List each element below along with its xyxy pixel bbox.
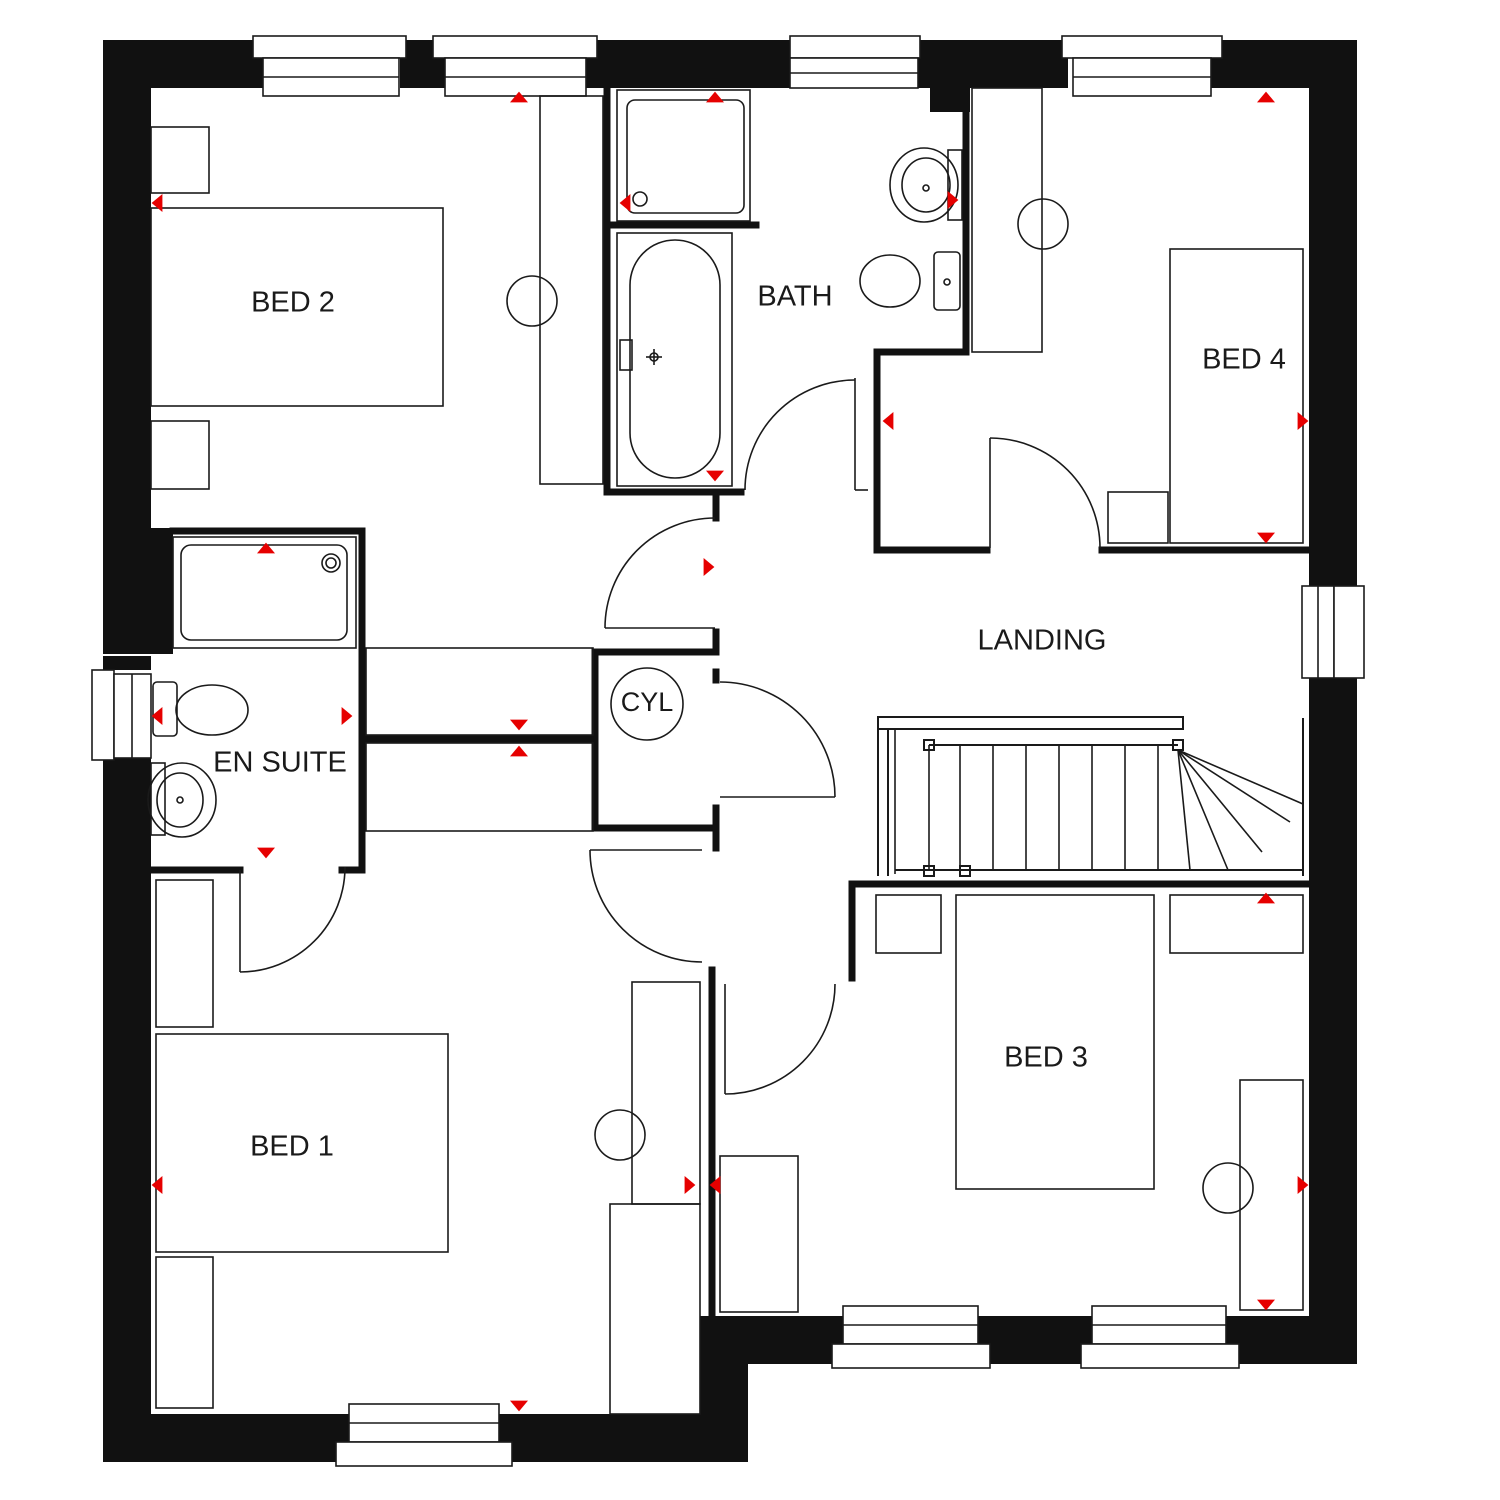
bedside-table-icon — [150, 126, 210, 194]
socket-marker-icon — [1257, 91, 1275, 103]
wall-left-top — [103, 40, 151, 528]
room-label-bed3: BED 3 — [1004, 1042, 1088, 1074]
bed-icon — [955, 894, 1155, 1190]
bedside-table-icon — [1107, 491, 1169, 544]
ceiling-light-icon — [506, 275, 558, 327]
cylinder-label: CYL — [621, 687, 674, 717]
door-swing-icon — [239, 866, 346, 973]
door-swing-icon — [589, 849, 703, 963]
socket-marker-icon — [257, 542, 275, 554]
room-label-bath: BATH — [757, 281, 832, 313]
bed-icon — [155, 1033, 449, 1253]
windows — [91, 35, 1365, 1467]
bedside-table-icon — [155, 1256, 214, 1409]
door-swing-icon — [724, 983, 836, 1095]
window-icon — [831, 1305, 991, 1369]
wardrobe-icon — [539, 95, 604, 485]
wall-bed3-bottom-b — [976, 1316, 1092, 1364]
window-icon — [432, 35, 598, 97]
toilet-icon — [859, 251, 961, 311]
bed-icon — [150, 207, 444, 407]
wall-left-mid — [103, 656, 151, 670]
internal-walls — [147, 84, 1313, 1320]
socket-marker-icon — [703, 558, 715, 576]
socket-marker-icon — [709, 1176, 721, 1194]
socket-marker-icon — [510, 745, 528, 757]
socket-marker-icon — [619, 194, 631, 212]
cylinder-icon — [610, 667, 684, 741]
socket-marker-icon — [684, 1176, 696, 1194]
wardrobe-icon — [719, 1155, 799, 1313]
bed-icon — [1169, 248, 1304, 544]
ceiling-light-icon — [594, 1109, 646, 1161]
room-label-landing: LANDING — [978, 625, 1107, 657]
shower-tray-icon — [616, 89, 751, 222]
door-swing-icon — [719, 681, 836, 798]
room-labels: BED 2 BATH BED 4 EN SUITE LANDING CYL BE… — [213, 281, 1286, 1163]
bathtub-icon — [172, 536, 357, 649]
ceiling-light-icon — [1202, 1162, 1254, 1214]
door-swing-icon — [989, 437, 1101, 549]
window-icon — [335, 1403, 513, 1467]
socket-marker-icon — [706, 470, 724, 482]
window-icon — [789, 35, 921, 89]
wardrobe-icon — [365, 647, 594, 736]
window-icon — [1061, 35, 1223, 97]
basin-icon — [889, 147, 963, 223]
socket-marker-icon — [1297, 1176, 1309, 1194]
socket-marker-icon — [151, 1176, 163, 1194]
doors — [239, 378, 1101, 1095]
wall-bed3-bottom-a — [700, 1316, 843, 1364]
wall-left-low — [103, 758, 151, 1462]
door-swing-icon — [744, 378, 868, 491]
socket-marker-icon — [510, 91, 528, 103]
room-label-bed4: BED 4 — [1202, 344, 1286, 376]
room-label-bed1: BED 1 — [250, 1131, 334, 1163]
wall-left-bump — [103, 528, 173, 654]
socket-marker-icon — [510, 1400, 528, 1412]
wardrobe-icon — [155, 879, 214, 1028]
external-walls — [103, 40, 1357, 1462]
socket-marker-icon — [151, 194, 163, 212]
socket-marker-icon — [706, 91, 724, 103]
window-icon — [252, 35, 407, 97]
wardrobe-icon — [1239, 1079, 1304, 1311]
socket-marker-icon — [341, 707, 353, 725]
wall-right-top — [1309, 40, 1357, 586]
socket-marker-icon — [510, 719, 528, 731]
socket-marker-icon — [257, 847, 275, 859]
socket-marker-icon — [1257, 532, 1275, 544]
toilet-icon — [152, 681, 249, 737]
window-icon — [1080, 1305, 1240, 1369]
socket-marker-icon — [151, 707, 163, 725]
wardrobe-icon — [609, 981, 701, 1415]
wall-top-d — [918, 40, 1068, 88]
wardrobe-icon — [365, 742, 594, 832]
wall-bottom-a — [103, 1414, 349, 1462]
bedside-table-icon — [150, 420, 210, 490]
fixtures — [147, 87, 1304, 1415]
bedside-table-icon — [1169, 894, 1304, 954]
socket-marker-icon — [1297, 412, 1309, 430]
window-icon — [1301, 585, 1365, 679]
bedside-table-icon — [875, 894, 942, 954]
socket-markers — [151, 91, 1309, 1412]
room-label-en-suite: EN SUITE — [213, 747, 347, 779]
socket-marker-icon — [882, 412, 894, 430]
wardrobe-icon — [971, 87, 1043, 353]
bathtub-icon — [616, 232, 733, 487]
basin-icon — [147, 762, 217, 838]
socket-marker-icon — [947, 191, 959, 209]
room-label-bed2: BED 2 — [251, 287, 335, 319]
wall-top-c — [583, 40, 791, 88]
socket-marker-icon — [1257, 892, 1275, 904]
socket-marker-icon — [1257, 1299, 1275, 1311]
door-swing-icon — [604, 517, 716, 629]
ceiling-light-icon — [1017, 198, 1069, 250]
staircase-icon — [877, 716, 1304, 877]
window-icon — [91, 669, 152, 761]
wall-right-low — [1309, 676, 1357, 1364]
